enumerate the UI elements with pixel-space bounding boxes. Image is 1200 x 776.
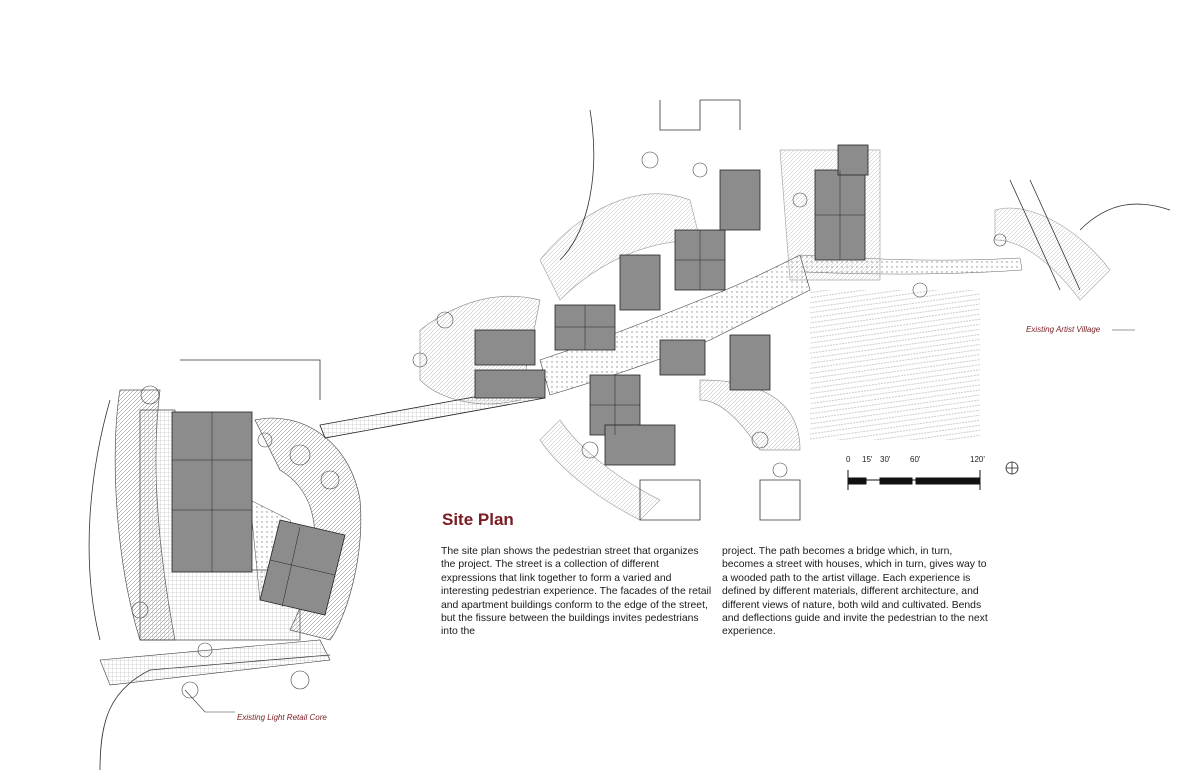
north-arrow-icon	[1005, 461, 1019, 475]
pedestrian-street	[539, 254, 811, 396]
scale-label-15: 15'	[862, 455, 873, 464]
callout-artist-village: Existing Artist Village	[1026, 325, 1101, 334]
scale-label-120: 120'	[970, 455, 985, 464]
description-column-2: project. The path becomes a bridge which…	[722, 546, 988, 638]
trees	[131, 151, 1007, 699]
callout-leaders	[184, 329, 1135, 713]
callout-retail-core: Existing Light Retail Core	[237, 713, 327, 722]
description-column-1: The site plan shows the pedestrian stree…	[441, 546, 712, 638]
building-interior-lines	[172, 170, 865, 608]
cultivated-field	[810, 290, 980, 440]
scale-bar	[847, 470, 981, 490]
scale-label-0: 0	[846, 455, 851, 464]
scale-label-30: 30'	[880, 455, 891, 464]
page-title: Site Plan	[442, 510, 514, 529]
scale-label-60: 60'	[910, 455, 921, 464]
